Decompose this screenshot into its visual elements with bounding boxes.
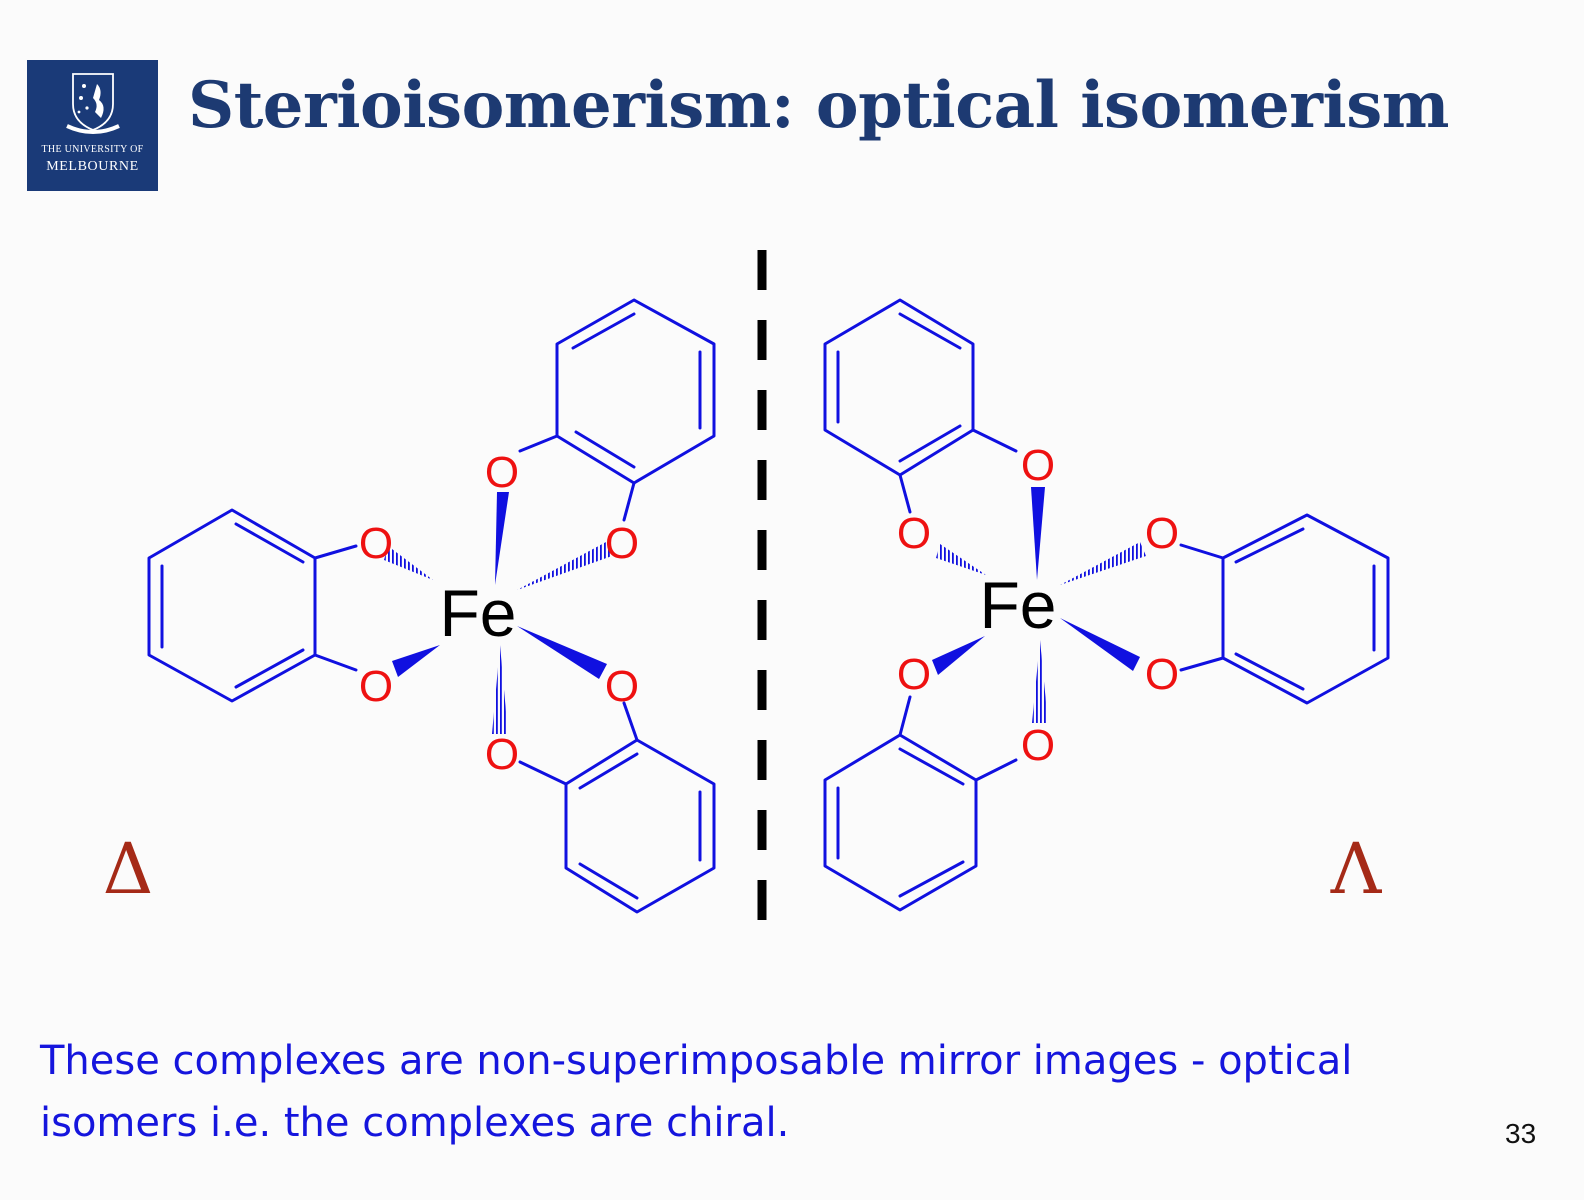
lambda-complex (823, 298, 1390, 912)
caption-text: These complexes are non-superimposable m… (40, 1038, 1353, 1146)
delta-label: Δ (103, 828, 154, 910)
oxygen-atom: O (485, 448, 519, 497)
oxygen-atom: O (485, 730, 519, 779)
oxygen-atom: O (605, 662, 639, 711)
logo-line-1: THE UNIVERSITY OF (41, 144, 144, 155)
slide-title: Sterioisomerism: optical isomerism (188, 68, 1449, 143)
oxygen-atom: O (897, 650, 931, 699)
delta-complex (147, 298, 716, 914)
oxygen-atom: O (1021, 441, 1055, 490)
oxygen-atom: O (1021, 721, 1055, 770)
optical-isomers-diagram: Fe O O O O O O Δ Fe O (103, 250, 1390, 945)
page-number: 33 (1505, 1118, 1537, 1149)
oxygen-atom: O (605, 519, 639, 568)
benzene-ring (1221, 513, 1390, 705)
university-crest-icon (66, 73, 120, 134)
metal-atom: Fe (439, 576, 516, 650)
logo-line-2: MELBOURNE (46, 159, 139, 174)
oxygen-atom: O (1145, 650, 1179, 699)
oxygen-atom: O (897, 509, 931, 558)
benzene-ring (823, 733, 978, 912)
university-logo: THE UNIVERSITY OF MELBOURNE (27, 60, 158, 191)
oxygen-atom: O (359, 662, 393, 711)
metal-atom: Fe (979, 568, 1056, 642)
benzene-ring (555, 298, 716, 485)
oxygen-atom: O (1145, 509, 1179, 558)
benzene-ring (147, 508, 317, 703)
lambda-label: Λ (1330, 828, 1383, 910)
benzene-ring (823, 298, 975, 477)
benzene-ring (564, 738, 716, 914)
oxygen-atom: O (359, 519, 393, 568)
